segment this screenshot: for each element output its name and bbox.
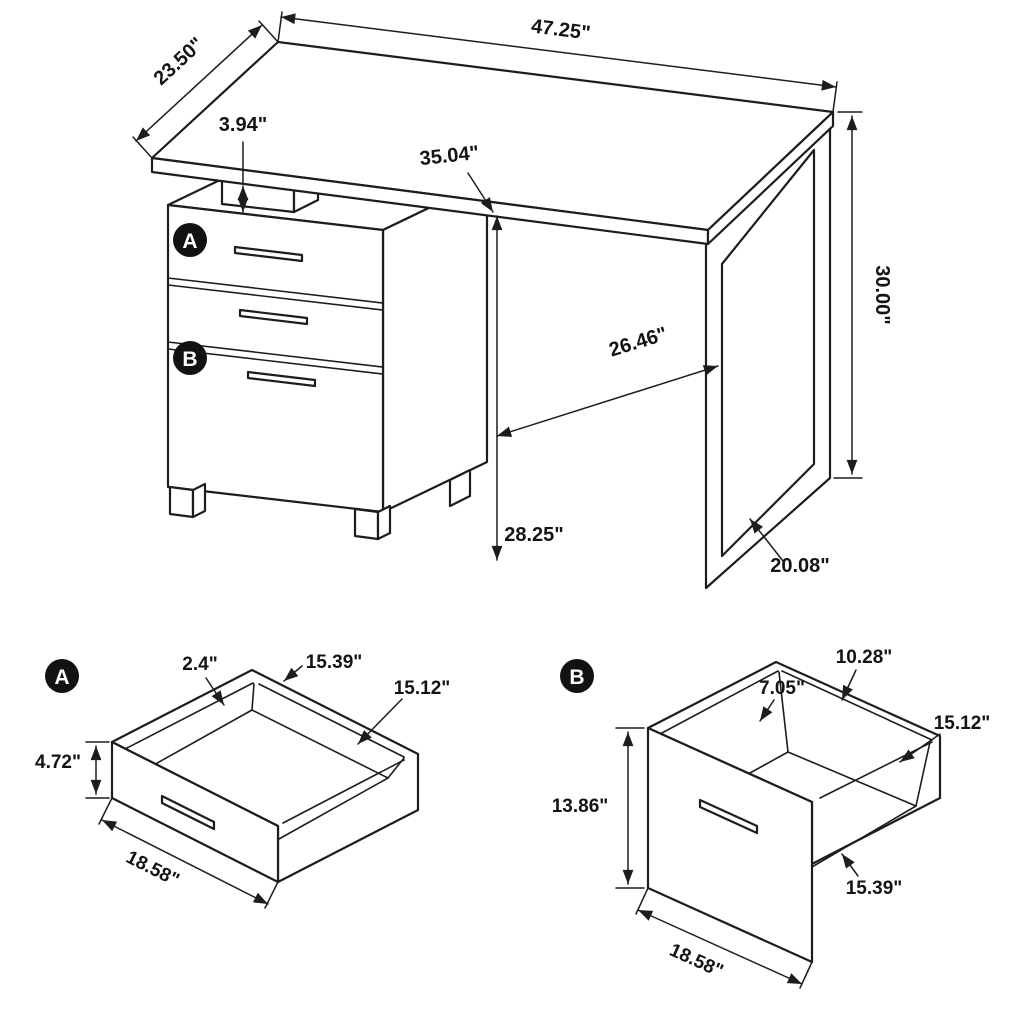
dim-top-depth-label: 23.50" (150, 33, 209, 89)
dim-b-back-height-label: 10.28" (836, 647, 893, 668)
dim-a-front-height: 4.72" (35, 741, 110, 799)
drawer-divider-1b (167, 284, 384, 311)
dim-b-front-height-label: 13.86" (552, 796, 609, 817)
extension-tick (98, 797, 113, 825)
drawer-divider-2a (167, 341, 384, 368)
dim-b-inner-depth-label: 15.12" (934, 713, 991, 734)
dim-a-inner-depth: 15.12" (357, 678, 451, 745)
floor-corner-line (778, 671, 789, 753)
desktop-side-edge (706, 110, 835, 246)
badge-b-main: B (173, 341, 207, 375)
leg-frame-cutout (720, 148, 816, 558)
leader-line (899, 733, 941, 763)
badge-b-detail: B (560, 659, 594, 693)
back-wall-inner-rim (781, 670, 933, 741)
dim-underside-height: 35.04" 28.25" (419, 142, 564, 561)
dimension-line (101, 819, 269, 905)
dim-a-inner-width-label: 15.39" (306, 652, 363, 673)
badge-a-label: A (54, 666, 69, 689)
dim-a-front-height-label: 4.72" (35, 752, 81, 773)
drawer-b-handle (246, 370, 317, 388)
badge-b-circle (173, 341, 207, 375)
drawer-divider-1a (167, 277, 384, 304)
dim-overall-height-label: 30.00" (871, 265, 893, 325)
dim-leg-base: 20.08" (749, 518, 830, 577)
dim-a-panel-thickness: 2.4" (182, 654, 225, 706)
dim-a-outer-width-label: 18.58" (123, 847, 183, 891)
dim-support-gap-label: 3.94" (219, 114, 267, 136)
dim-overall-height: 30.00" (833, 111, 893, 479)
dim-knee-diagonal-label: 26.46" (607, 323, 670, 361)
desk-overview: A B 47.25" 23.50" 3.94" (132, 11, 893, 590)
leader-line (357, 698, 403, 745)
badge-a-label: A (182, 230, 197, 253)
drawer-middle-handle (238, 308, 309, 326)
floor-corner-line (387, 757, 405, 779)
dim-b-inner-depth: 15.12" (899, 713, 991, 763)
dimension-line (496, 365, 719, 437)
dim-b-front-height: 13.86" (552, 727, 645, 889)
leader-line (283, 665, 303, 682)
foot-front-left-side (191, 482, 207, 519)
drawer-a-handle (233, 245, 304, 263)
leader-line (205, 677, 225, 706)
drawer-detail-b: B 7.05" 10.28" 15.12" 13.86" 15.39" (552, 647, 991, 989)
foot-front-right (353, 507, 380, 541)
dim-b-inner-width: 15.39" (841, 853, 903, 899)
badge-a-circle (173, 223, 207, 257)
badge-a-circle (45, 659, 79, 693)
leader-line (759, 699, 775, 722)
badge-b-label: B (569, 666, 584, 689)
left-wall-inner-rim (659, 670, 779, 735)
leader-line (841, 669, 857, 701)
leader-line (749, 518, 784, 562)
badge-b-label: B (182, 348, 197, 371)
foot-back (448, 468, 472, 508)
back-wall-inner-rim (258, 683, 405, 758)
dim-b-side-depth: 7.05" (759, 678, 805, 722)
dim-b-inner-width-label: 15.39" (846, 878, 903, 899)
dim-leg-base-label: 20.08" (770, 555, 830, 577)
dimension-line (637, 909, 803, 985)
leader-line (841, 853, 859, 877)
dimension-line (280, 13, 837, 91)
left-wall-inner-rim (124, 682, 254, 750)
dim-a-inner-depth-label: 15.12" (394, 678, 451, 699)
dim-a-panel-thickness-label: 2.4" (182, 654, 217, 675)
badge-b-circle (560, 659, 594, 693)
badge-a-detail: A (45, 659, 79, 693)
foot-front-right-side (376, 504, 392, 541)
dimension-line (135, 24, 263, 142)
right-wall-inner-rim (282, 759, 405, 824)
pedestal-side-panel (381, 178, 489, 514)
dim-a-inner-width: 15.39" (283, 652, 363, 682)
extension-tick (258, 20, 279, 43)
dim-top-width-label: 47.25" (530, 15, 592, 44)
dim-b-side-depth-label: 7.05" (759, 678, 805, 699)
leader-line (467, 172, 494, 213)
drawer-detail-a: A 4.72" 18.58" 2.4" 15.39" 15.12" (35, 652, 451, 909)
dim-support-gap: 3.94" (219, 114, 267, 213)
drawer-b-front-handle (698, 798, 759, 835)
foot-front-left (168, 485, 195, 519)
badge-a-main: A (173, 223, 207, 257)
floor-corner-line (251, 683, 255, 711)
dim-floor-clearance-label: 28.25" (504, 524, 564, 546)
dim-b-back-height: 10.28" (836, 647, 893, 701)
floor-corner-line (915, 741, 931, 807)
dim-knee-diagonal: 26.46" (496, 323, 719, 437)
